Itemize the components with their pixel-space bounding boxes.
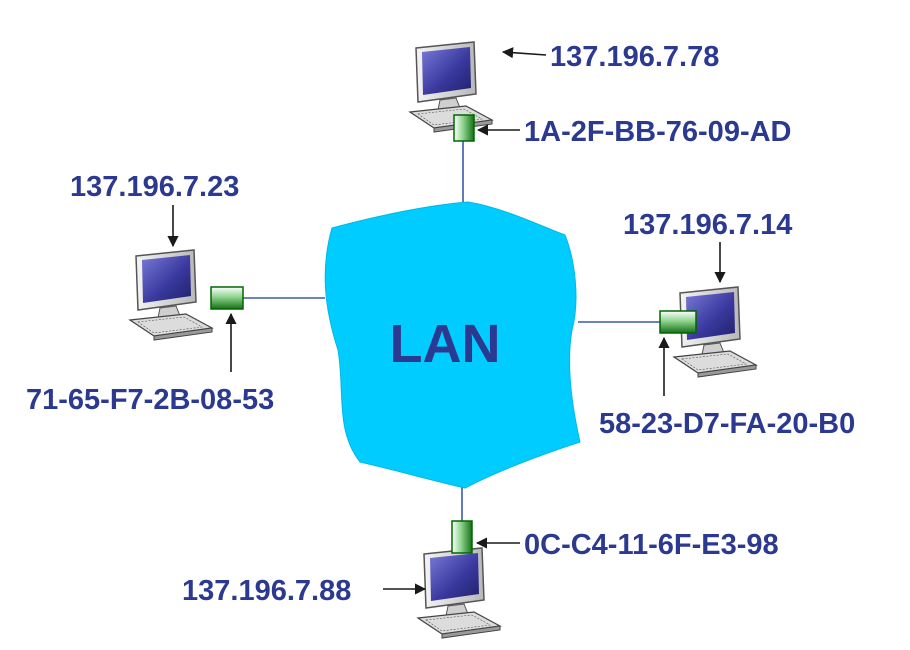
label-arrows [167,47,726,595]
host-right-mac: 58-23-D7-FA-20-B0 [599,408,855,440]
address-labels: 137.196.7.78 1A-2F-BB-76-09-AD 137.196.7… [26,41,855,607]
computer-bottom-icon [417,547,501,639]
arrow-top-ip [501,47,547,59]
host-top-ip: 137.196.7.78 [550,41,719,73]
host-left-ip: 137.196.7.23 [70,171,239,203]
adapter-bottom [451,520,473,554]
lan-label: LAN [390,314,501,374]
adapter-left [210,286,244,310]
host-bottom-ip: 137.196.7.88 [182,575,351,607]
host-left-mac: 71-65-F7-2B-08-53 [26,384,274,416]
computer-top-icon [409,41,493,133]
lan-cloud [324,201,581,489]
computer-left-icon [129,249,213,341]
host-bottom-mac: 0C-C4-11-6F-E3-98 [524,529,779,561]
adapter-right [659,310,697,334]
adapter-top [453,114,475,142]
host-right-ip: 137.196.7.14 [623,209,792,241]
host-top-mac: 1A-2F-BB-76-09-AD [524,116,792,148]
